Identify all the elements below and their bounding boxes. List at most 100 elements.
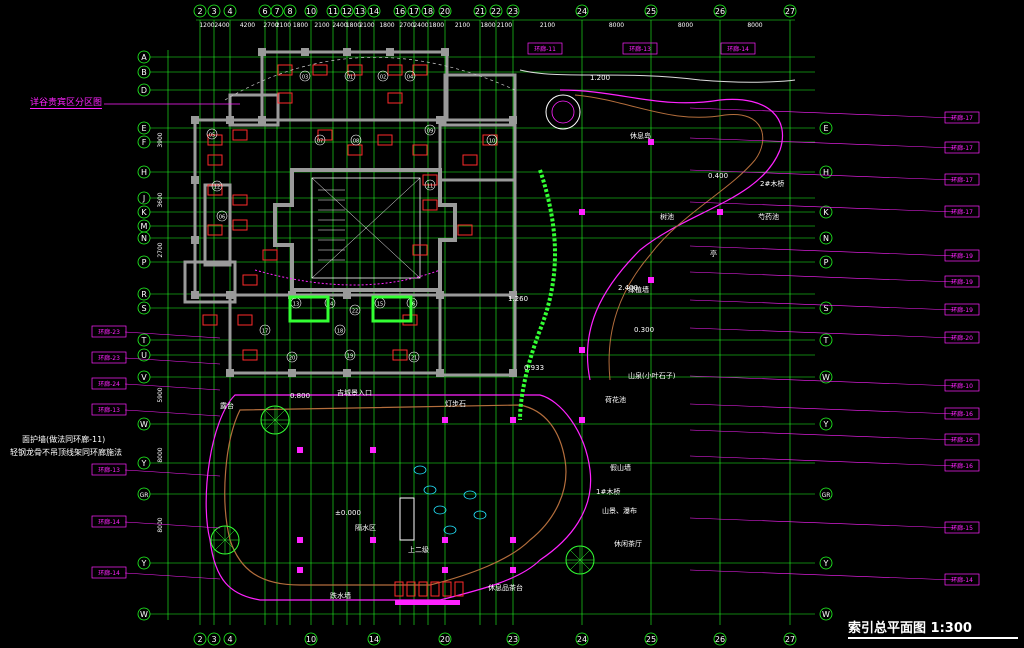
dim-label-left: 3900 [157,132,164,147]
callout-box-left [91,325,127,338]
label-spring: 山泉(小叶石子) [628,371,676,380]
furniture-fixture [232,219,248,231]
structural-column [436,369,444,377]
west-stair [183,260,237,304]
dashed-arc-north [224,57,516,101]
dim-label-top: 2100 [540,22,555,29]
grid-row-label-left: Y [141,559,147,568]
stream-path [559,89,784,381]
callout-box-left [91,515,127,528]
room-tag [377,70,389,82]
grid-row-bubble-left [137,135,151,149]
grid-row-label-left: T [141,336,147,345]
callout-text-right: 环廊-14 [951,576,973,584]
stream-inner [574,94,764,381]
grid-row-bubble-right [819,205,833,219]
callout-box-left [91,566,127,579]
callout-leader-left [124,521,221,529]
pillar [297,567,303,573]
pillar [510,417,516,423]
room-number: 22 [352,309,358,315]
grid-column-bubble-top [438,4,452,18]
furniture-fixture [412,64,428,76]
grid-column-label-top: 27 [785,7,795,16]
grid-column-bubble-bottom [783,632,797,646]
label-entry: 吉城景入口 [337,389,372,397]
callout-leader-left [124,469,221,477]
structural-column [288,369,296,377]
room-tag [344,70,356,82]
structural-column [343,291,351,299]
grid-row-bubble-left [137,333,151,347]
grid-row-bubble-left [137,231,151,245]
grid-row-bubble-left [137,456,151,470]
grid-row-label-right: W [822,373,830,382]
drawing-title: 索引总平面图 1:300 [848,617,1018,639]
label-elev-1: 0.800 [290,392,310,400]
grid-column-label-bottom: 4 [227,635,232,644]
tree-branch [579,559,591,571]
grid-row-bubble-left [137,287,151,301]
tea-counter [395,600,460,605]
round-platform-inner [551,100,575,124]
grid-column-bubble-top [575,4,589,18]
dim-label-top: 2100 [314,22,329,29]
tree-branch [224,539,236,551]
structural-column [226,291,234,299]
grid-column-label-top: 14 [369,7,379,16]
label-drift-stone: 灯步石 [445,399,466,408]
grid-column-label-top: 16 [395,7,405,16]
label-water-level: 隔水区 [355,523,376,532]
room-number: 13 [293,302,299,308]
furniture-fixture [387,92,403,104]
grid-column-bubble-bottom [207,632,221,646]
tree-branch [569,559,581,571]
grid-column-label-bottom: 14 [369,635,379,644]
grid-row-label-right: Y [823,420,829,429]
grid-column-bubble-top [393,4,407,18]
callout-text-right: 环廊-16 [951,462,973,470]
room-number: 20 [289,356,295,362]
structural-column [441,48,449,56]
tree-branch [214,529,226,541]
room-tag [350,134,362,146]
grid-row-label-left: M [141,222,148,231]
grid-row-label-left: F [142,138,147,147]
grid-row-label-left: R [141,290,147,299]
furniture-fixture [232,194,248,206]
grid-row-bubble-left [137,607,151,621]
callout-leader-left [124,409,221,417]
label-elev-0: ±0.000 [335,509,361,517]
pillar [579,347,585,353]
callout-leader-left [124,383,221,391]
furniture-fixture [412,244,428,256]
room-number: 14 [327,302,333,308]
dim-label-top: 1200 [199,22,214,29]
grid-column-label-bottom: 10 [306,635,316,644]
callout-text-right: 环廊-15 [951,524,973,532]
callout-leader-right [689,137,956,149]
dim-label-top: 2400 [332,22,347,29]
grid-row-bubble-right [819,231,833,245]
grid-row-label-left: H [141,168,147,177]
callout-leader-right [689,107,956,119]
callout-leader-right [689,455,956,467]
furniture-fixture [237,314,253,326]
room-tag [259,324,271,336]
label-rest-island: 休息岛 [630,131,651,140]
furniture-fixture [412,144,428,156]
grid-row-label-left: N [141,234,147,243]
grid-column-label-bottom: 2 [197,635,202,644]
grid-row-bubble-right [819,556,833,570]
label-elev-3: 0.400 [708,172,728,180]
dim-label-top: 1800 [480,22,495,29]
room-tag [424,124,436,136]
callout-box-right [944,303,980,316]
grid-row-bubble-left [137,50,151,64]
callout-leader-right [689,375,956,387]
grid-row-bubble-left [137,83,151,97]
callout-box-right [944,249,980,262]
label-lotus: 荷花池 [605,395,626,404]
callout-box-right [944,141,980,154]
